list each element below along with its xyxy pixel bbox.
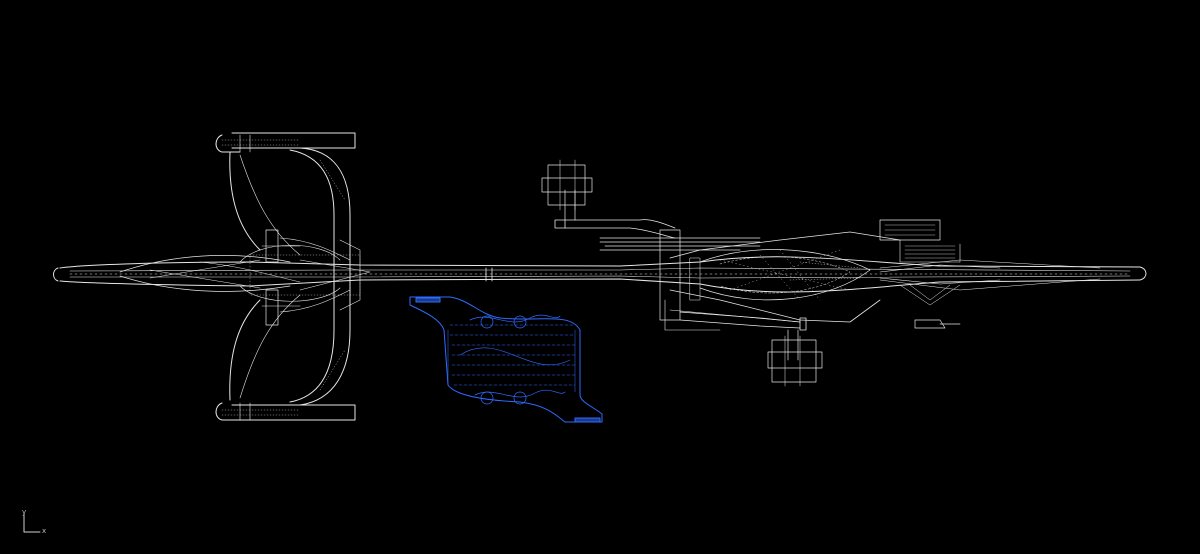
bicycle-frame[interactable] [53,159,1147,387]
saddle-part[interactable] [409,296,603,423]
axis-widget [23,513,41,533]
axis-y-label: y [22,508,27,516]
axis-x-label: x [42,527,47,535]
handlebar[interactable] [215,132,361,421]
